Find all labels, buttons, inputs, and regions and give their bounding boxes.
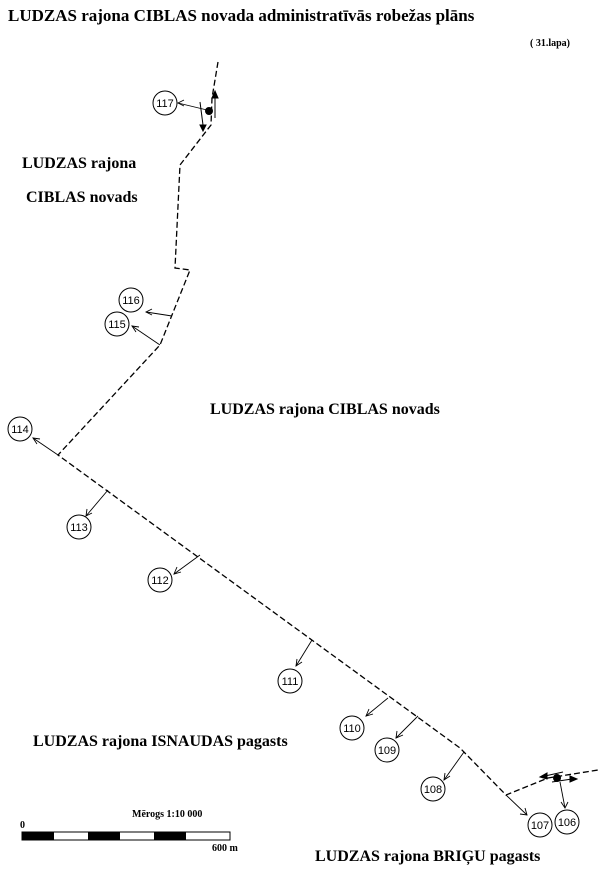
svg-text:113: 113 — [70, 522, 88, 534]
svg-text:117: 117 — [156, 98, 174, 110]
control-point-106 — [553, 774, 561, 782]
svg-text:107: 107 — [531, 820, 549, 832]
svg-text:109: 109 — [378, 745, 396, 757]
region-label-lower-right: LUDZAS rajona BRIĢU pagasts — [315, 848, 541, 865]
point-marker-110: 110 — [339, 715, 365, 741]
point-marker-111: 111 — [277, 668, 303, 694]
svg-text:115: 115 — [108, 319, 126, 331]
scale-title: Mērogs 1:10 000 — [132, 809, 203, 820]
region-label-upper-left-2: CIBLAS novads — [26, 189, 138, 206]
point-marker-113: 113 — [66, 514, 92, 540]
svg-text:112: 112 — [151, 575, 169, 587]
svg-text:116: 116 — [122, 295, 140, 307]
point-marker-107: 107 — [527, 812, 553, 838]
svg-text:111: 111 — [282, 676, 299, 688]
direction-markers — [199, 89, 579, 783]
sheet-label: ( 31.lapa) — [530, 38, 570, 49]
svg-text:114: 114 — [11, 424, 29, 436]
region-label-lower-left: LUDZAS rajona ISNAUDAS pagasts — [33, 733, 288, 750]
point-marker-117: 117 — [152, 90, 178, 116]
point-marker-112: 112 — [147, 567, 173, 593]
svg-text:110: 110 — [343, 723, 361, 735]
boundary-line — [57, 61, 599, 796]
pointer-arrows — [32, 99, 569, 816]
svg-text:106: 106 — [558, 817, 576, 829]
map-title: LUDZAS rajona CIBLAS novada administratī… — [8, 6, 475, 25]
svg-text:108: 108 — [424, 784, 442, 796]
boundary-point-markers: 117 116 115 114 113 112 111 110 109 108 … — [7, 90, 580, 838]
point-marker-114: 114 — [7, 416, 33, 442]
region-label-upper-left-1: LUDZAS rajona — [22, 155, 137, 172]
scale-start-label: 0 — [20, 820, 25, 831]
point-marker-115: 115 — [104, 311, 130, 337]
scale-bar — [21, 831, 231, 841]
scale-end-label: 600 m — [212, 843, 238, 854]
point-marker-109: 109 — [374, 737, 400, 763]
control-point-117 — [205, 107, 213, 115]
point-marker-106: 106 — [554, 809, 580, 835]
point-marker-116: 116 — [118, 287, 144, 313]
region-label-center: LUDZAS rajona CIBLAS novads — [210, 401, 440, 418]
point-marker-108: 108 — [420, 776, 446, 802]
